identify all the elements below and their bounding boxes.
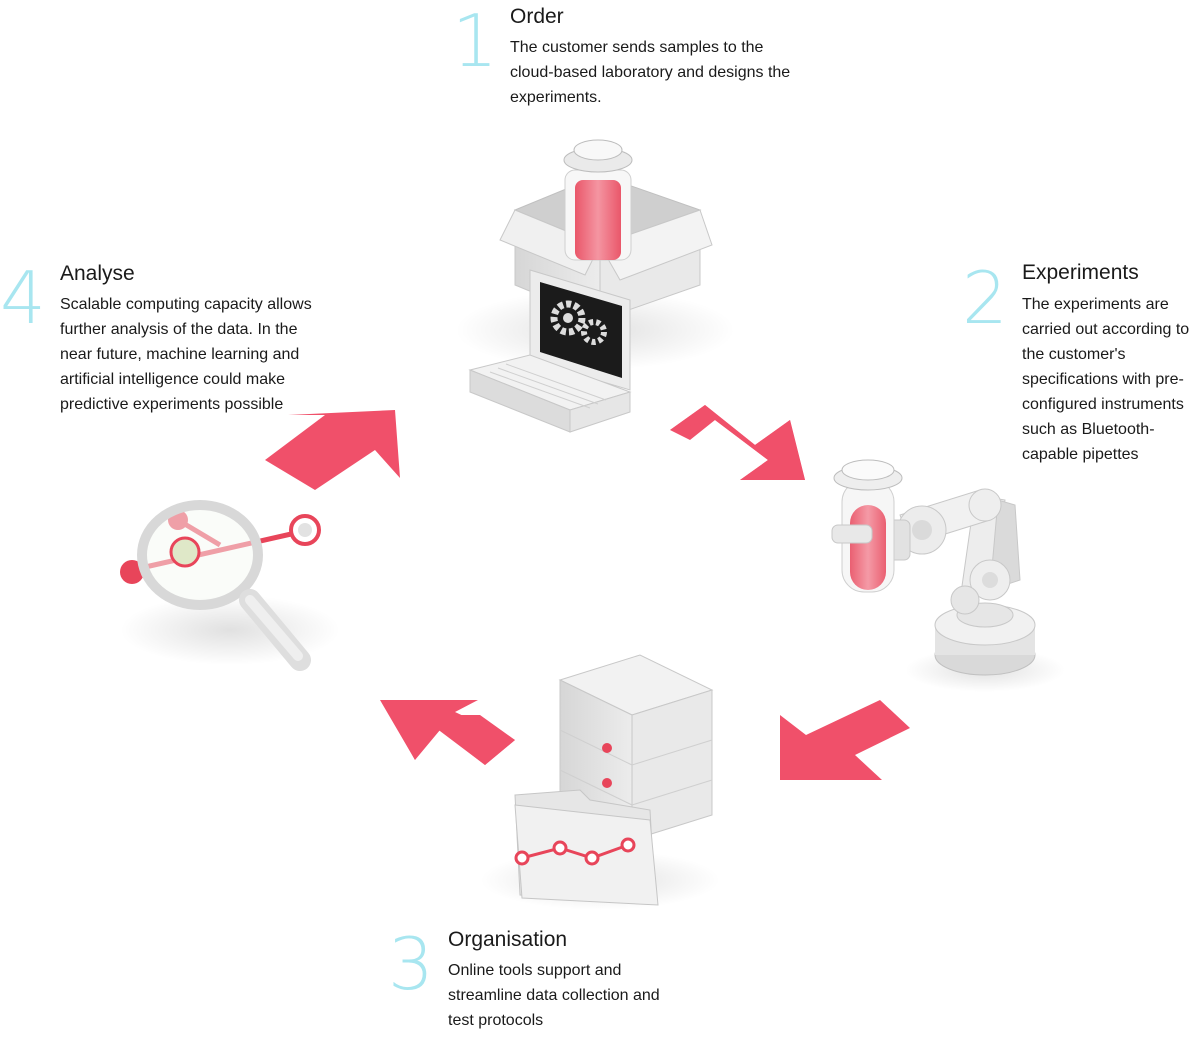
box-laptop-gears-icon <box>455 139 735 433</box>
magnifier-network-icon <box>120 500 340 671</box>
step-number-4: 4 <box>0 256 46 340</box>
step-title-analyse: Analyse <box>60 262 135 285</box>
step-number-2: 2 <box>962 256 1008 340</box>
step-title-experiments: Experiments <box>1022 261 1139 284</box>
arrow-analyse-to-order <box>265 410 400 490</box>
step-description-experiments: The experiments are carried out accordin… <box>1022 296 1190 463</box>
step-number-3: 3 <box>388 922 434 1006</box>
step-title-order: Order <box>510 5 564 28</box>
step-description-order: The customer sends samples to the cloud-… <box>510 39 791 106</box>
arrow-experiments-to-organisation <box>780 700 910 780</box>
step-title-organisation: Organisation <box>448 928 568 951</box>
step-number-1: 1 <box>452 0 498 83</box>
step-description-analyse: Scalable computing capacity allows furth… <box>60 296 312 413</box>
server-folder-chart-icon <box>480 654 720 910</box>
robot-arm-test-tube-icon <box>831 459 1065 692</box>
step-description-organisation: Online tools support and streamline data… <box>448 962 660 1029</box>
